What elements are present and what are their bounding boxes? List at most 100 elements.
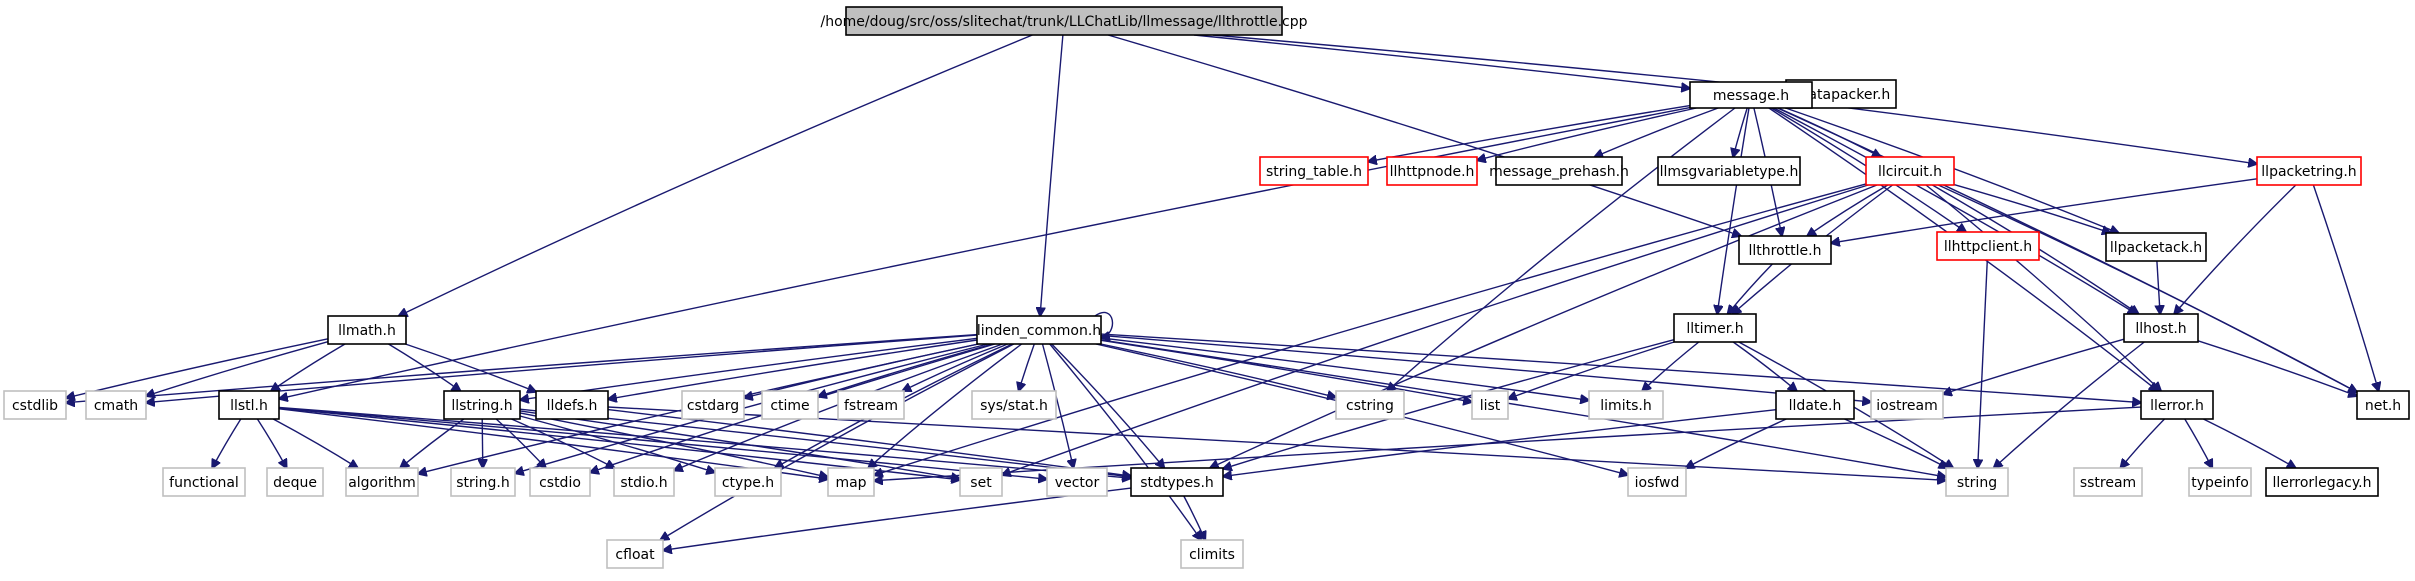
node-cstring: cstring <box>1335 390 1405 420</box>
node-box <box>1130 467 1224 497</box>
node-label: llpacketring.h <box>2261 164 2356 180</box>
node-label: limits.h <box>1600 398 1651 414</box>
node-label: iostream <box>1876 398 1938 414</box>
edge-llpacketack-to-llhost <box>2157 260 2160 314</box>
edge-message-to-message_prehash <box>1594 107 1719 157</box>
node-box <box>218 390 280 420</box>
node-box <box>971 390 1057 420</box>
node-net[interactable]: net.h <box>2356 390 2410 420</box>
node-string_table[interactable]: string_table.h <box>1259 156 1369 186</box>
node-llhttpclient[interactable]: llhttpclient.h <box>1936 231 2040 261</box>
node-label: vector <box>1055 475 1100 491</box>
node-box <box>1657 156 1801 186</box>
node-label: net.h <box>2365 398 2401 414</box>
node-llmsgvariabletype[interactable]: llmsgvariabletype.h <box>1657 156 1801 186</box>
node-label: lldatapacker.h <box>1792 87 1891 103</box>
edge-linden_common-to-llerror <box>1100 333 2141 403</box>
node-stdtypes[interactable]: stdtypes.h <box>1130 467 1224 497</box>
edge-llcircuit-to-map <box>874 183 1867 475</box>
node-label: set <box>970 475 992 491</box>
node-label: cmath <box>94 398 138 414</box>
node-set: set <box>959 467 1003 497</box>
node-label: string.h <box>456 475 510 491</box>
edge-llerror-to-sstream <box>2121 418 2166 468</box>
edge-linden_common-to-lldefs <box>608 339 978 399</box>
node-llhost[interactable]: llhost.h <box>2123 313 2199 343</box>
node-box <box>845 6 1283 36</box>
node-llstl[interactable]: llstl.h <box>218 390 280 420</box>
node-box <box>1046 467 1108 497</box>
node-llmath[interactable]: llmath.h <box>327 315 407 345</box>
node-ctypeh: ctype.h <box>714 467 782 497</box>
edge-root-to-lldatapacker <box>1212 34 1786 89</box>
node-llthrottle[interactable]: llthrottle.h <box>1738 235 1832 265</box>
edge-linden_common-to-fstream <box>902 343 1008 391</box>
node-lltimer[interactable]: lltimer.h <box>1673 313 1757 343</box>
node-box <box>1865 156 1955 186</box>
node-label: llerrorlegacy.h <box>2273 475 2372 491</box>
edge-root-to-linden_common <box>1040 34 1064 316</box>
node-lldate[interactable]: lldate.h <box>1775 390 1855 420</box>
node-stringh: string.h <box>450 467 516 497</box>
node-label: cstdio <box>539 475 581 491</box>
node-label: algorithm <box>348 475 416 491</box>
node-label: cstring <box>1346 398 1394 414</box>
edge-llstring-to-ctypeh <box>519 415 715 472</box>
node-box <box>761 390 819 420</box>
edge-llcircuit-to-net <box>1938 184 2357 392</box>
edge-linden_common-to-list <box>1100 339 1472 402</box>
node-message[interactable]: message.h <box>1689 81 1813 109</box>
edge-llpacketring-to-llthrottle <box>1831 178 2258 243</box>
node-label: sys/stat.h <box>980 398 1048 414</box>
node-stdioh: stdio.h <box>613 467 675 497</box>
node-llpacketring[interactable]: llpacketring.h <box>2256 156 2362 186</box>
node-box <box>613 467 675 497</box>
edge-llcircuit-to-llthrottle <box>1807 184 1889 236</box>
node-label: list <box>1480 398 1501 414</box>
node-label: lldefs.h <box>547 398 598 414</box>
node-box <box>1738 235 1832 265</box>
node-box <box>327 315 407 345</box>
edge-llmath-to-llstring <box>388 343 461 391</box>
node-llhttpnode[interactable]: llhttpnode.h <box>1386 156 1478 186</box>
node-label: llhost.h <box>2135 321 2186 337</box>
node-message_prehash[interactable]: message_prehash.h <box>1489 156 1629 186</box>
edge-linden_common-to-stdtypes <box>1051 343 1165 468</box>
node-label: string <box>1957 475 1997 491</box>
edge-lldate-to-string <box>1844 418 1948 468</box>
node-llstring[interactable]: llstring.h <box>443 390 521 420</box>
node-cmath: cmath <box>85 390 147 420</box>
edge-llhttpclient-to-string <box>1978 259 1988 468</box>
node-box <box>1936 231 2040 261</box>
edge-llstring-to-map <box>519 412 828 477</box>
node-box <box>1689 81 1813 109</box>
node-iostream: iostream <box>1870 390 1944 420</box>
node-lldefs[interactable]: lldefs.h <box>535 390 609 420</box>
node-label: llmsgvariabletype.h <box>1660 164 1799 180</box>
node-label: ctime <box>770 398 809 414</box>
node-linden_common[interactable]: linden_common.h <box>976 315 1102 345</box>
edge-llstring-to-cstdio <box>495 418 546 468</box>
node-label: llhttpclient.h <box>1944 239 2032 255</box>
node-box <box>1180 539 1244 569</box>
node-root[interactable]: /home/doug/src/oss/slitechat/trunk/LLCha… <box>820 6 1308 36</box>
node-llerror[interactable]: llerror.h <box>2140 390 2214 420</box>
node-llcircuit[interactable]: llcircuit.h <box>1865 156 1955 186</box>
node-box <box>3 390 67 420</box>
node-list: list <box>1471 390 1509 420</box>
node-map: map <box>827 467 875 497</box>
node-llerrorlegacy[interactable]: llerrorlegacy.h <box>2265 467 2379 497</box>
node-label: typeinfo <box>2191 475 2249 491</box>
edge-message-to-llmsgvariabletype <box>1733 107 1748 157</box>
node-box <box>1495 156 1623 186</box>
edge-lltimer-to-limits <box>1642 341 1700 391</box>
node-label: string_table.h <box>1266 164 1362 180</box>
node-box <box>827 467 875 497</box>
node-deque: deque <box>266 467 324 497</box>
node-label: functional <box>169 475 239 491</box>
node-llpacketack[interactable]: llpacketack.h <box>2105 232 2207 262</box>
node-sysstat: sys/stat.h <box>971 390 1057 420</box>
edge-linden_common-to-map <box>868 343 1023 468</box>
node-box <box>1627 467 1687 497</box>
node-box <box>1588 390 1664 420</box>
